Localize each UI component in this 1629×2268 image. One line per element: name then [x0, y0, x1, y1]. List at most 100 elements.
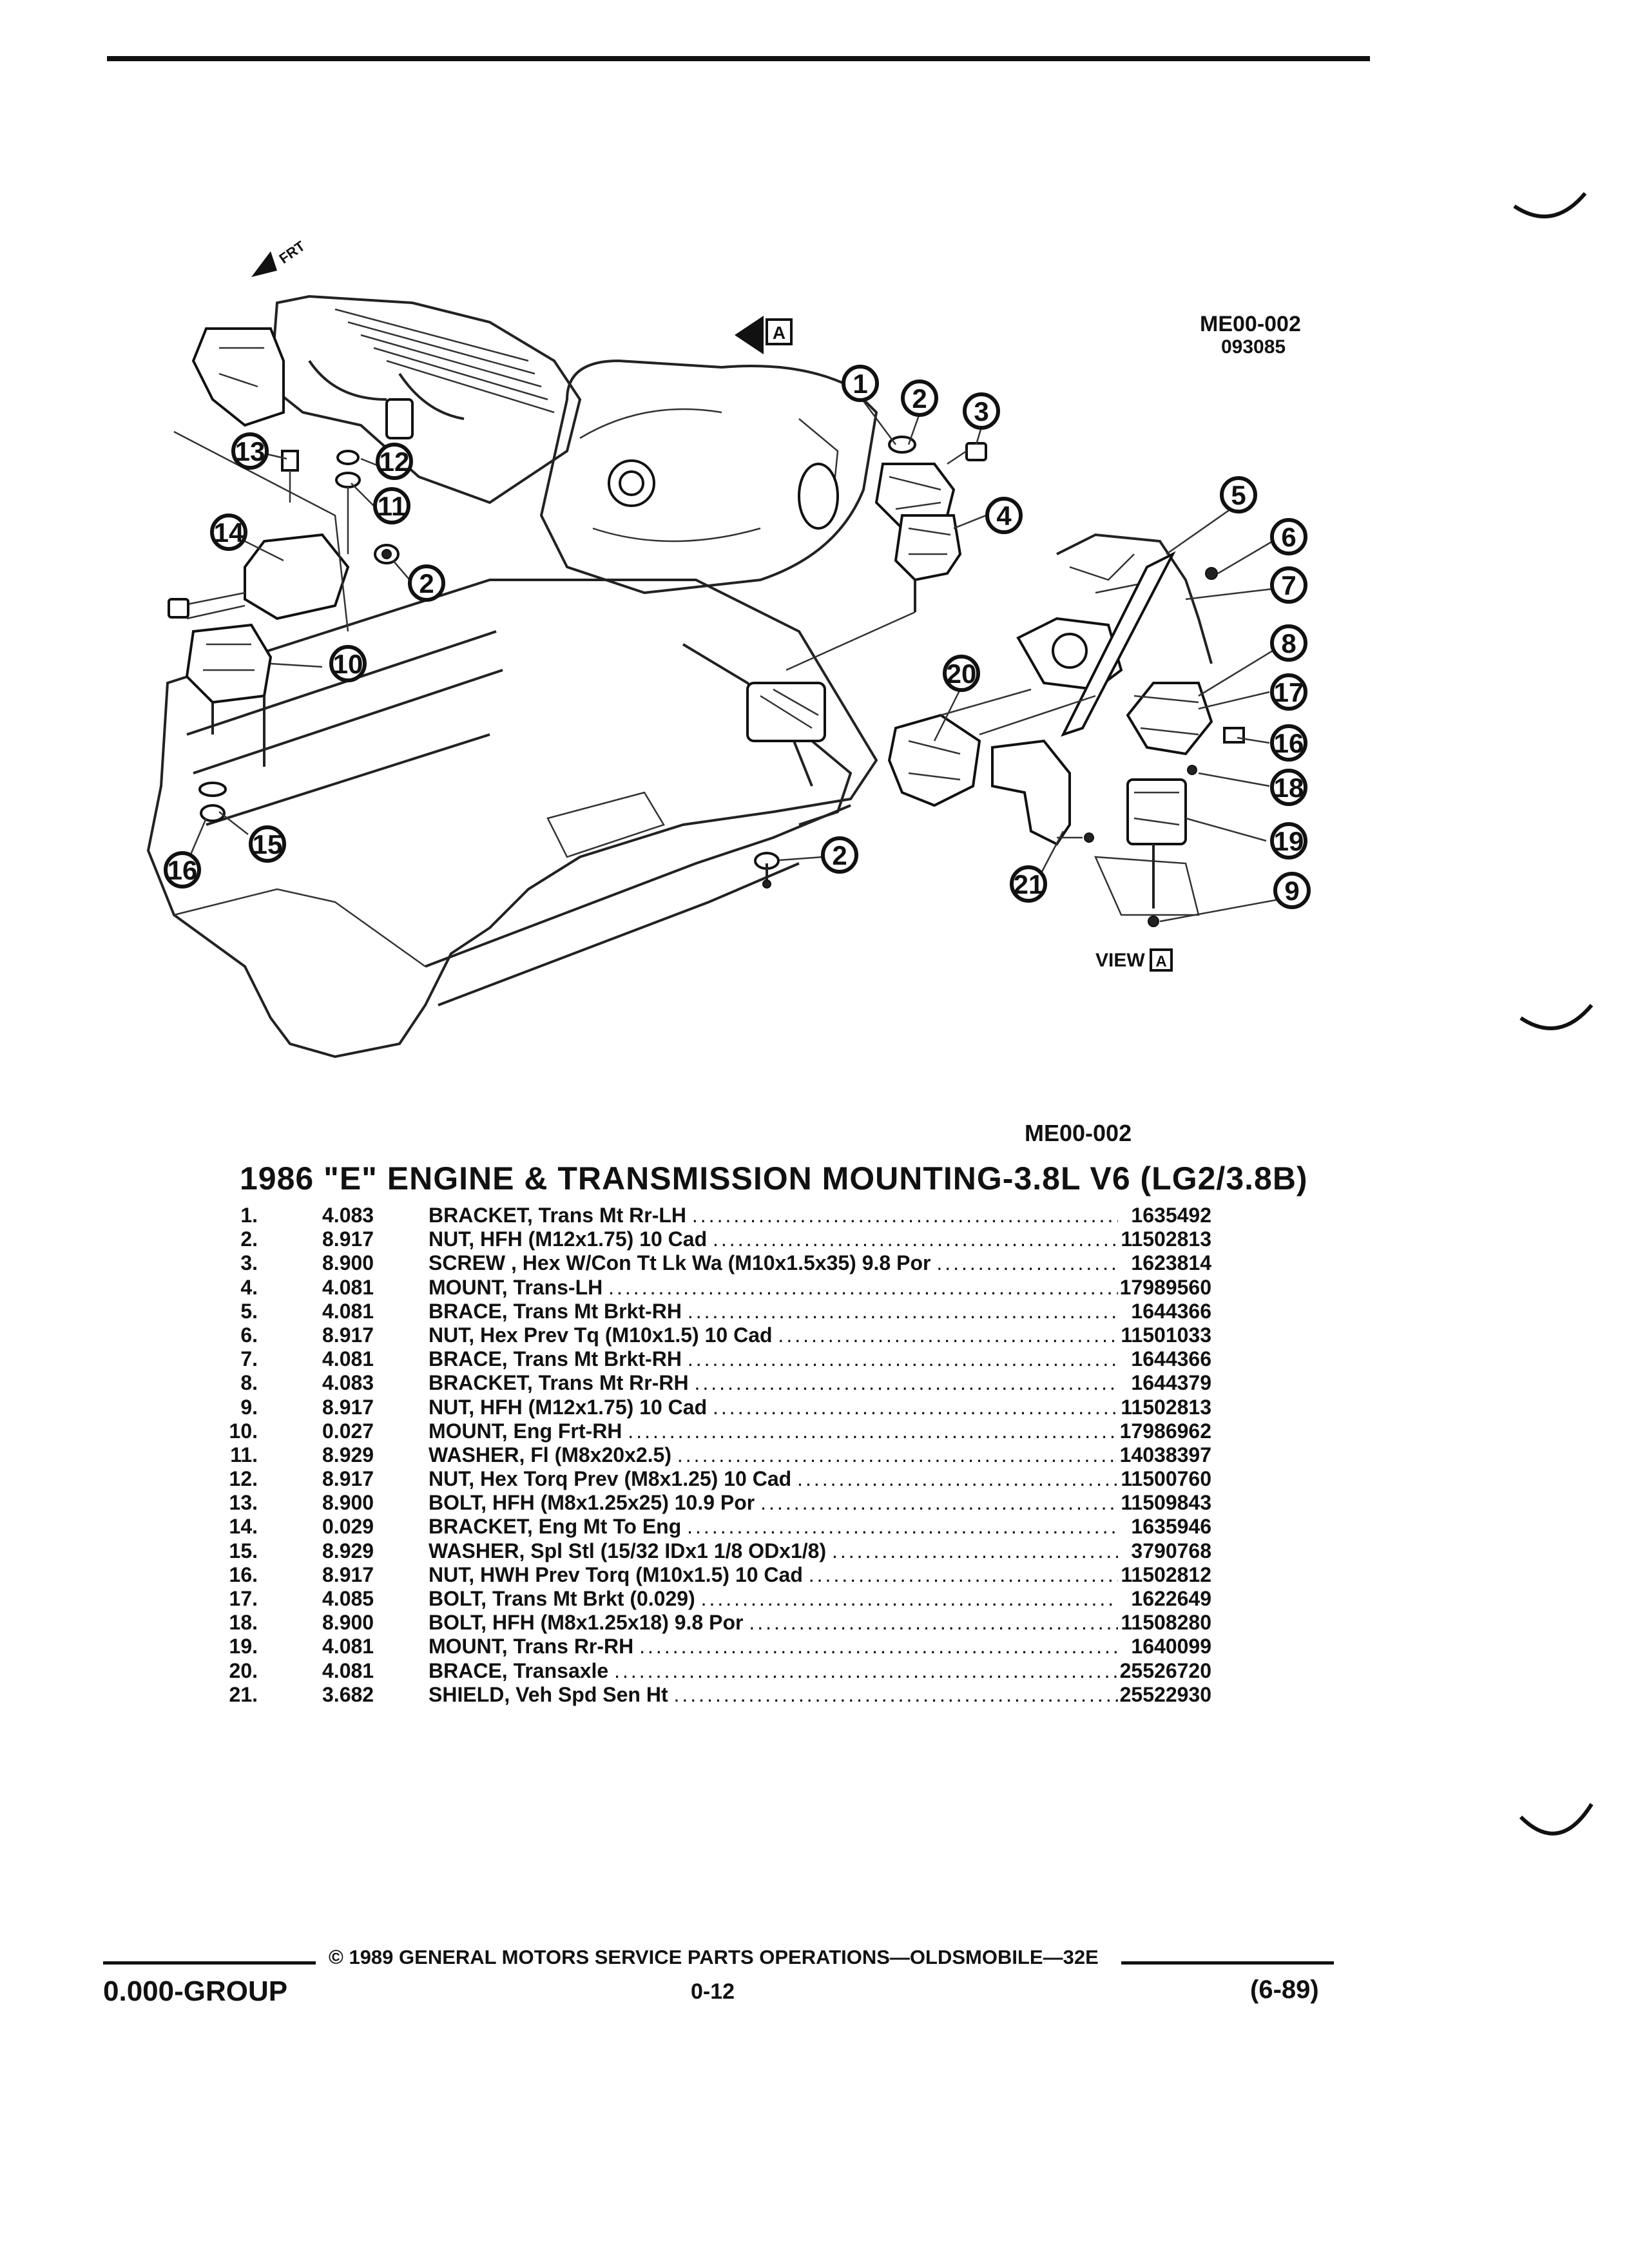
exploded-diagram: FRT A ME00-002 093085 — [146, 238, 1311, 1059]
item-number: 15. — [229, 1539, 258, 1562]
svg-text:2: 2 — [832, 840, 847, 870]
callout-18: 18 — [1270, 769, 1307, 806]
callout-3: 3 — [963, 392, 1000, 430]
front-mount-area — [168, 327, 400, 822]
top-rule — [107, 56, 1370, 61]
part-number: 11502813 — [1121, 1227, 1211, 1251]
callout-10: 10 — [329, 645, 367, 682]
part-description: WASHER, Fl (M8x20x2.5) .................… — [429, 1443, 1118, 1466]
callout-8: 8 — [1270, 624, 1307, 662]
engine-outline — [211, 294, 582, 505]
svg-text:11: 11 — [378, 491, 406, 521]
part-description: BOLT, HFH (M8x1.25x25) 10.9 Por ........… — [429, 1491, 1118, 1515]
item-number: 4. — [240, 1275, 258, 1299]
svg-text:14: 14 — [214, 517, 244, 548]
list-item: 11. 8.929 WASHER, Fl (M8x20x2.5) .........… — [219, 1443, 1211, 1467]
part-number: 25522930 — [1119, 1682, 1211, 1706]
front-label: FRT — [276, 238, 309, 267]
group-number: 8.929 — [322, 1443, 374, 1466]
part-description: MOUNT, Trans-LH ........................… — [429, 1275, 1118, 1299]
item-number: 18. — [229, 1611, 258, 1635]
svg-text:18: 18 — [1274, 773, 1304, 803]
part-description: BRACKET, Trans Mt Rr-LH ................… — [429, 1204, 1118, 1227]
group-number: 8.917 — [322, 1562, 374, 1586]
footer-rule-right — [1121, 1961, 1334, 1965]
group-number: 4.085 — [322, 1587, 374, 1610]
callout-6: 6 — [1270, 518, 1307, 555]
diagram-ref-date: 093085 — [1221, 336, 1286, 358]
svg-text:9: 9 — [1284, 876, 1299, 906]
callout-4: 4 — [985, 497, 1023, 534]
svg-text:8: 8 — [1281, 628, 1296, 658]
svg-text:12: 12 — [380, 447, 410, 477]
svg-text:VIEW: VIEW — [1095, 950, 1145, 971]
callout-1: 1 — [842, 365, 879, 402]
group-number: 8.900 — [322, 1611, 374, 1635]
footer-rule-left — [103, 1961, 316, 1965]
callout-13: 13 — [231, 432, 269, 470]
part-description: WASHER, Spl Stl (15/32 IDx1 1/8 ODx1/8) … — [429, 1539, 1118, 1562]
item-number: 13. — [229, 1491, 258, 1515]
part-number: 1622649 — [1131, 1587, 1211, 1610]
part-number: 3790768 — [1131, 1539, 1211, 1562]
svg-text:4: 4 — [996, 501, 1012, 531]
part-number: 1644366 — [1131, 1347, 1211, 1371]
group-number: 8.929 — [322, 1539, 374, 1562]
group-number: 4.081 — [322, 1299, 374, 1323]
callout-12: 12 — [376, 443, 413, 480]
item-number: 8. — [240, 1371, 258, 1395]
part-number: 1623814 — [1131, 1251, 1211, 1275]
group-number: 0.029 — [322, 1515, 374, 1539]
page-title: 1986 "E" ENGINE & TRANSMISSION MOUNTING-… — [240, 1160, 1308, 1196]
item-number: 12. — [229, 1467, 258, 1491]
view-a-marker: A — [773, 323, 786, 343]
group-number: 8.900 — [322, 1491, 374, 1515]
item-number: 9. — [240, 1395, 258, 1419]
callout-15: 15 — [249, 825, 286, 863]
part-number: 17989560 — [1119, 1275, 1211, 1299]
part-number: 1635492 — [1131, 1204, 1211, 1227]
svg-text:6: 6 — [1281, 522, 1296, 552]
group-number: 3.682 — [322, 1682, 374, 1706]
part-description: BRACE, Trans Mt Brkt-RH ................… — [429, 1347, 1118, 1371]
callout-11: 11 — [373, 487, 410, 524]
group-number: 8.900 — [322, 1251, 374, 1275]
transaxle-outline — [539, 359, 878, 595]
svg-text:21: 21 — [1014, 869, 1044, 899]
engine-cradle — [146, 579, 878, 1059]
svg-text:13: 13 — [235, 436, 265, 466]
svg-text:7: 7 — [1281, 570, 1296, 601]
part-number: 17986962 — [1119, 1419, 1211, 1443]
item-number: 11. — [230, 1443, 258, 1466]
group-number: 4.081 — [322, 1275, 374, 1299]
item-number: 1. — [240, 1204, 258, 1227]
part-description: MOUNT, Trans Rr-RH .....................… — [429, 1635, 1118, 1658]
item-number: 17. — [229, 1587, 258, 1610]
callout-2-front: 2 — [408, 564, 445, 602]
group-number: 0.027 — [322, 1419, 374, 1443]
item-number: 6. — [240, 1323, 258, 1347]
part-description: BOLT, HFH (M8x1.25x18) 9.8 Por .........… — [429, 1611, 1118, 1635]
part-number: 11500760 — [1121, 1467, 1211, 1491]
callout-20: 20 — [943, 655, 980, 692]
copyright-line: © 1989 GENERAL MOTORS SERVICE PARTS OPER… — [329, 1946, 1099, 1968]
part-description: SCREW , Hex W/Con Tt Lk Wa (M10x1.5x35) … — [429, 1251, 1118, 1275]
part-number: 25526720 — [1119, 1658, 1211, 1682]
part-number: 1644366 — [1131, 1299, 1211, 1323]
footer-group-label: 0.000-GROUP — [103, 1975, 288, 2007]
part-description: NUT, HWH Prev Torq (M10x1.5) 10 Cad ....… — [429, 1562, 1118, 1586]
left-trans-mount-area — [786, 436, 987, 671]
svg-text:A: A — [1155, 953, 1166, 970]
item-number: 5. — [240, 1299, 258, 1323]
part-number: 11502812 — [1121, 1562, 1211, 1586]
margin-marks — [1513, 192, 1594, 1836]
